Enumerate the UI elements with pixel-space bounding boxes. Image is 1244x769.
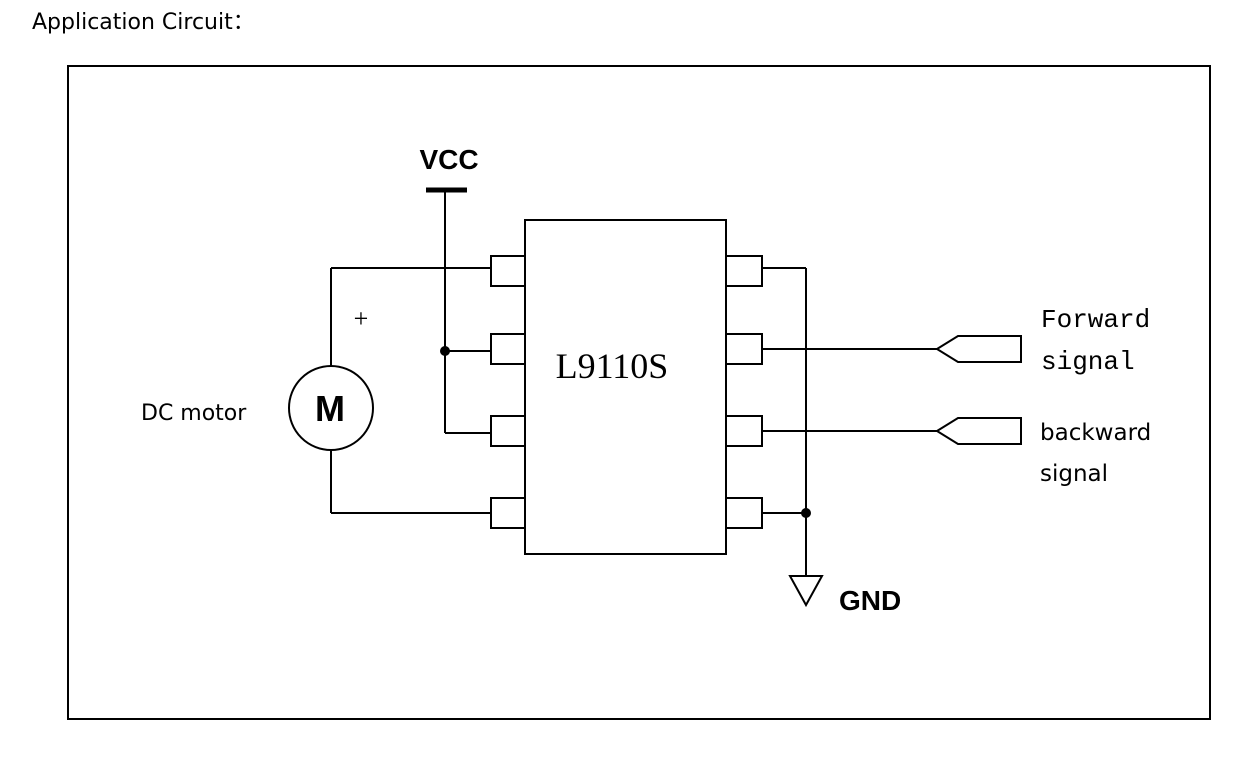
page-heading: Application Circuit： [32, 10, 255, 35]
ic-label: L9110S [556, 346, 669, 386]
ic-pin-1 [490, 255, 526, 287]
forward-signal-connector [935, 335, 1022, 363]
backward-signal-label-line1: backward [1040, 420, 1151, 446]
backward-signal-connector [935, 417, 1022, 445]
ic-pin-7 [725, 333, 763, 365]
ic-pin-2 [490, 333, 526, 365]
gnd-symbol [788, 575, 824, 608]
vcc-junction-dot [440, 346, 450, 356]
backward-signal-label-line2: signal [1040, 461, 1108, 487]
gnd-label: GND [839, 585, 901, 616]
gnd-junction-dot [801, 508, 811, 518]
polarity-plus-mark: + [354, 304, 369, 333]
ic-pin-8 [725, 255, 763, 287]
diagram-frame [67, 65, 1211, 720]
ic-pin-3 [490, 415, 526, 447]
motor-symbol-letter: M [315, 388, 345, 429]
ic-body [524, 219, 727, 555]
forward-signal-label-line1: Forward [1041, 305, 1150, 335]
forward-signal-label-line2: signal [1041, 347, 1135, 377]
ic-pin-6 [725, 415, 763, 447]
ic-pin-5 [725, 497, 763, 529]
vcc-label: VCC [419, 144, 478, 175]
ic-pin-4 [490, 497, 526, 529]
motor-symbol [288, 365, 374, 451]
motor-label: DC motor [141, 401, 247, 426]
